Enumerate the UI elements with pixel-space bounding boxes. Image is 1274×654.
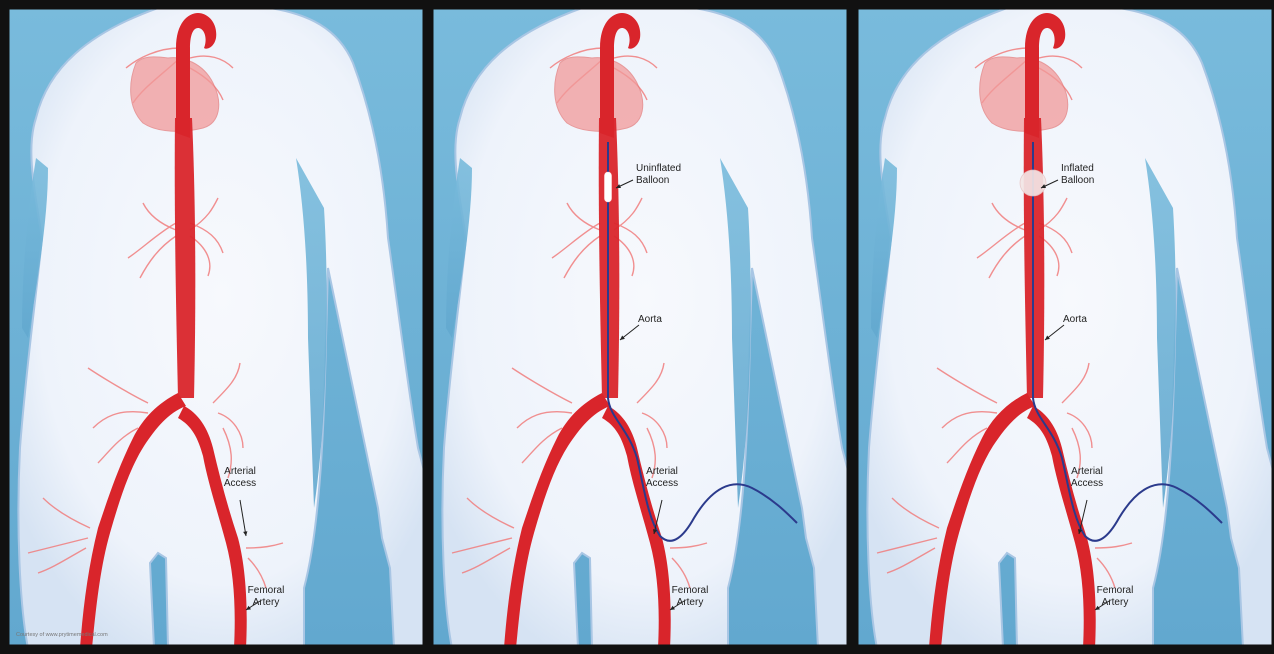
- aorta-trunk: [1024, 118, 1045, 398]
- aorta-label: Aorta: [1063, 314, 1087, 325]
- aorta-trunk: [599, 118, 620, 398]
- uninflated-balloon: [605, 172, 612, 202]
- aorta-label: Aorta: [638, 314, 662, 325]
- credit-text: Courtesy of www.prytimemedical.com: [16, 632, 108, 638]
- inflated-balloon: [1020, 170, 1046, 196]
- aorta-trunk: [175, 118, 196, 398]
